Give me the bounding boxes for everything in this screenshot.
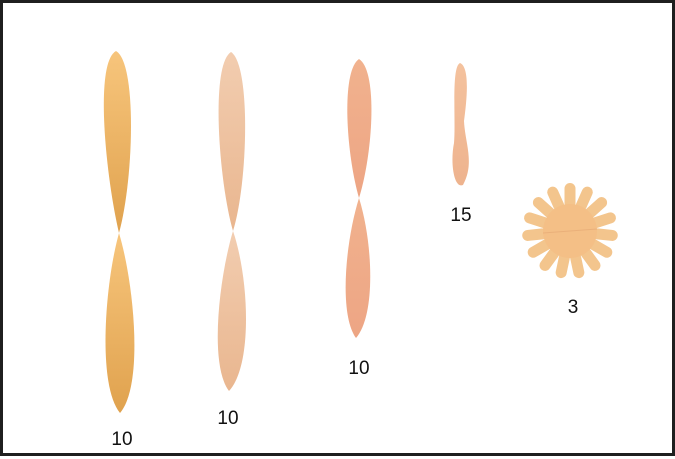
sun-flower-disc-count: 3: [568, 297, 579, 318]
medium-double-petal-count: 10: [348, 358, 369, 379]
medium-double-petal-shape: [346, 59, 372, 338]
small-petal-shape: [452, 63, 468, 185]
long-pale-double-petal-shape: [218, 52, 246, 391]
long-double-petal-count: 10: [111, 429, 132, 450]
long-double-petal-shape: [104, 51, 135, 413]
sun-flower-disc-shape: [522, 183, 619, 279]
small-petal-count: 15: [450, 205, 471, 226]
long-pale-double-petal-count: 10: [217, 408, 238, 429]
shapes-illustration: 10 10 10 15 3: [3, 3, 675, 459]
